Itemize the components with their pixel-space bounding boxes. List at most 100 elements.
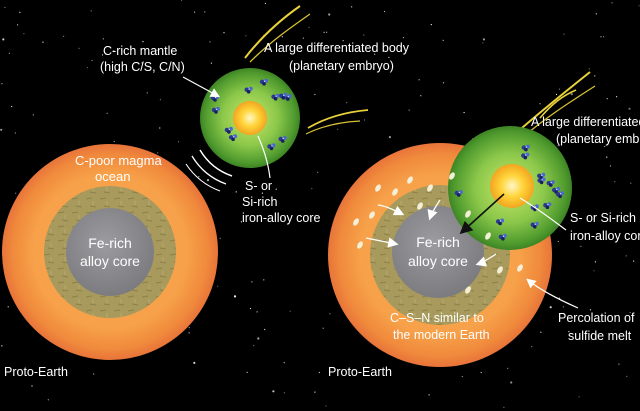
star [580,245,582,247]
star [90,10,92,12]
star [112,50,115,53]
carbon-cluster [454,190,463,197]
star [611,2,613,4]
star [314,391,316,393]
carbon-cluster [244,86,253,94]
star [223,32,225,34]
star [2,38,5,41]
star [263,279,265,281]
star [78,47,80,49]
star [8,52,10,55]
star [178,141,180,143]
star [461,375,463,378]
star [249,307,252,310]
carbon-cluster [259,78,269,86]
star [616,96,618,98]
star [342,40,344,42]
sulfide-droplet [407,176,413,184]
earth-core [66,208,154,296]
trail-line [539,89,577,119]
sulfide-droplets [353,172,523,294]
star [540,331,542,333]
star [102,38,104,40]
sulfide-droplet [485,232,491,240]
star [308,26,310,28]
star [198,176,200,178]
carbon-cluster [495,218,505,226]
star [614,181,616,183]
earth-core-label-line-1: Fe-rich [416,234,460,250]
star [562,306,565,308]
motion-arc [191,155,227,185]
star [141,62,143,64]
mantle-pointer [182,76,221,98]
percolation-arrow [377,204,405,216]
star [272,390,275,393]
sulfide-droplet [375,184,381,192]
star [235,191,237,193]
star [317,171,319,173]
star [233,295,237,298]
proto-earth-label-right: Proto-Earth [328,365,392,379]
star [609,165,612,167]
star [245,35,247,37]
star [388,56,390,59]
star [549,306,552,309]
carbon-cluster [267,143,276,151]
sulfide-droplet [465,286,471,294]
star [510,381,513,384]
star [219,237,221,239]
proto-earth-label-left: Proto-Earth [4,365,68,379]
star [606,156,608,158]
star [593,270,595,272]
star [578,396,580,398]
star [329,313,331,315]
star [257,337,260,340]
earth-core-label-line-1: Fe-rich [88,235,132,251]
carbon-cluster [498,233,507,241]
star [638,5,640,7]
sulfide-droplet [369,211,375,219]
star [531,346,533,348]
star [363,34,365,36]
star [362,50,364,52]
star [240,221,242,223]
star [264,328,266,331]
star [633,260,635,262]
trail-line [307,109,369,129]
carbon-cluster [521,144,530,152]
earth-core-label-line-2: alloy core [408,253,468,269]
star [563,33,565,35]
embryo-label-line-2: (planetary embryo) [289,59,394,73]
star [193,361,196,364]
star [630,182,632,184]
star [626,375,628,377]
carbon-cluster [530,221,539,229]
star [7,306,9,308]
star [17,24,19,26]
star [302,37,304,39]
star [142,41,144,43]
core-label-line-3: iron-alloy core [242,211,321,225]
star [19,11,21,13]
star [318,371,320,374]
star [353,369,355,371]
star [418,79,420,81]
star [363,119,366,121]
star [11,105,13,108]
star [106,112,108,114]
star [146,92,148,94]
star [570,93,573,96]
star [15,192,17,194]
trail-line [244,5,301,59]
star [358,46,360,49]
core-label-line-1: S- or Si-rich [570,211,636,225]
core-label-line-1: S- or [245,179,272,193]
star [503,406,505,408]
star [314,93,316,96]
star [264,2,266,5]
star [442,82,445,84]
motion-arc [199,149,233,177]
star [482,38,485,41]
